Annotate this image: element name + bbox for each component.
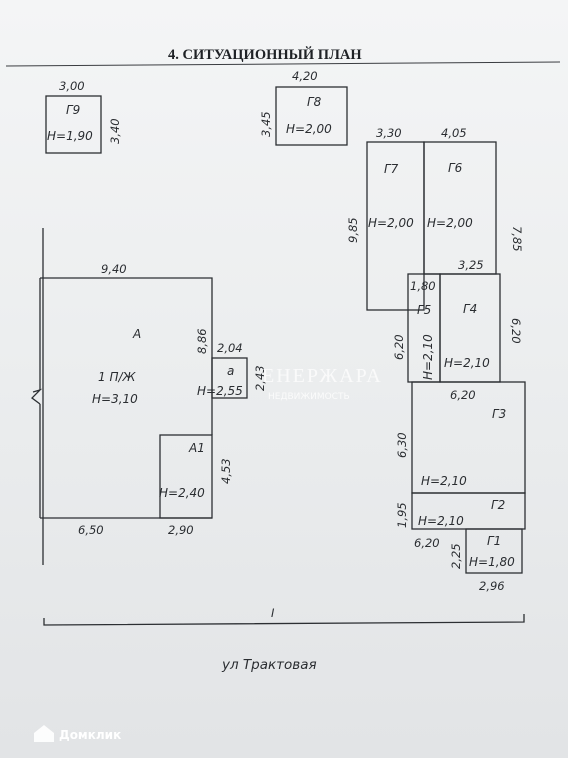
house-a-use: 1 П/Ж: [98, 370, 137, 384]
g6-depth: 7,85: [510, 226, 524, 252]
g8-depth: 3,45: [259, 111, 273, 137]
g7-height: Н=2,00: [368, 216, 414, 230]
g4-depth: 6,20: [509, 318, 523, 344]
house-a-height: Н=3,10: [92, 392, 138, 406]
extension-a1: [159, 434, 213, 519]
title-rule: [5, 61, 561, 67]
g9-width: 3,00: [59, 79, 85, 93]
domclick-logo-icon: [34, 725, 54, 742]
g1-width: 2,96: [479, 579, 505, 593]
g5-name: Г5: [417, 303, 431, 317]
porch-a: [211, 357, 248, 399]
g5-depth: 6,20: [392, 334, 406, 360]
g2-height: Н=2,10: [418, 514, 464, 528]
building-g8: [275, 86, 348, 146]
plan-title: 4. СИТУАЦИОННЫЙ ПЛАН: [168, 46, 362, 63]
a1-name: А1: [188, 441, 205, 455]
g1-offset: 6,20: [414, 536, 440, 550]
g3-depth: 6,30: [395, 432, 409, 458]
g8-width: 4,20: [292, 69, 318, 83]
g3-name: Г3: [492, 407, 506, 421]
house-a-width: 9,40: [101, 262, 127, 276]
g6-name: Г6: [448, 161, 463, 175]
g2-name: Г2: [491, 498, 505, 512]
porch-a-name: а: [227, 364, 234, 378]
g7-name: Г7: [384, 162, 399, 176]
g5-height: Н=2,10: [421, 334, 435, 380]
porch-a-depth: 2,43: [253, 365, 267, 391]
a1-width: 2,90: [168, 523, 194, 537]
g7-width: 3,30: [376, 126, 402, 140]
street-name: ул Трактовая: [221, 657, 317, 673]
building-g9: [45, 95, 102, 154]
break-mark: [31, 388, 43, 405]
g9-name: Г9: [66, 103, 80, 117]
g4-height: Н=2,10: [444, 356, 490, 370]
house-a-depth: 8,86: [195, 328, 209, 354]
g4-name: Г4: [463, 302, 477, 316]
g4-width: 3,25: [458, 258, 484, 272]
a1-height: Н=2,40: [159, 486, 205, 500]
g8-height: Н=2,00: [286, 122, 332, 136]
a1-depth: 4,53: [219, 458, 233, 484]
g9-depth: 3,40: [108, 118, 122, 144]
g1-depth: 2,25: [449, 543, 463, 569]
house-a-outline: [40, 277, 213, 435]
house-a-name: А: [132, 327, 141, 341]
porch-a-width: 2,04: [217, 341, 243, 355]
building-g1: [465, 528, 523, 574]
watermark-logo: ЕНЕРЖАРА: [262, 365, 383, 387]
g1-name: Г1: [487, 534, 501, 548]
g3-height: Н=2,10: [421, 474, 467, 488]
porch-a-height: Н=2,55: [197, 384, 243, 398]
street-frontage-line: [43, 614, 525, 626]
g9-height: Н=1,90: [47, 129, 93, 143]
watermark-subtitle: НЕДВИЖИМОСТЬ: [268, 392, 350, 402]
g2-depth: 1,95: [395, 502, 409, 528]
domclick-brand: Домклик: [34, 725, 121, 742]
g8-name: Г8: [307, 95, 322, 109]
street-mark: I: [271, 606, 275, 620]
g1-height: Н=1,80: [469, 555, 515, 569]
g6-height: Н=2,00: [427, 216, 473, 230]
g7-depth: 9,85: [346, 217, 360, 243]
house-a-width-bottom: 6,50: [78, 523, 104, 537]
g5-width: 1,80: [410, 279, 436, 293]
domclick-brand-text: Домклик: [59, 728, 121, 742]
g3-width: 6,20: [450, 388, 476, 402]
g6-width: 4,05: [441, 126, 467, 140]
